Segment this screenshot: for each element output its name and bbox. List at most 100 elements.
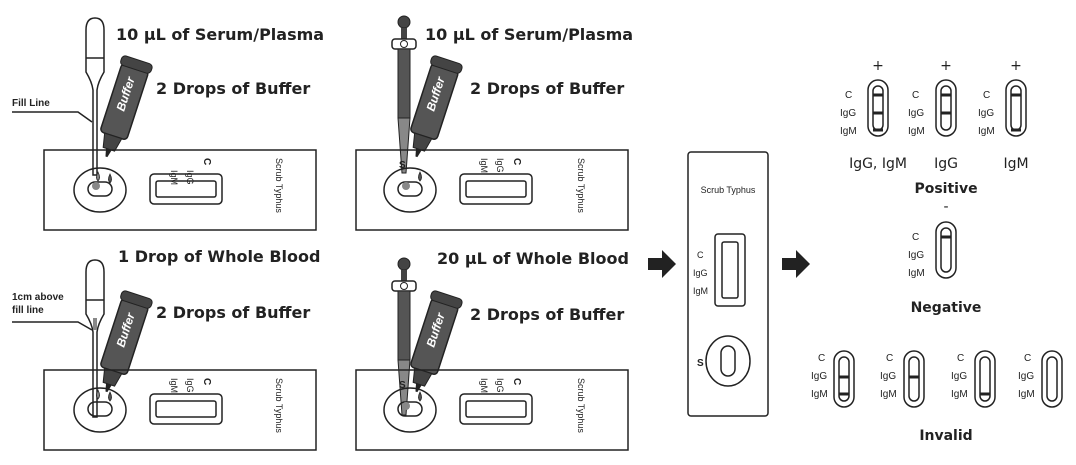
result-window: [459, 173, 533, 205]
cassette-name: Scrub Typhus: [701, 185, 756, 195]
igm-mark: IgM: [1018, 389, 1035, 400]
igg-mark: IgG: [693, 268, 708, 278]
result-window-inner: [155, 180, 217, 198]
result-strip: [1005, 79, 1027, 137]
cassette-name: Scrub Typhus: [274, 158, 284, 213]
result-strip: [974, 350, 996, 408]
step-blood-pipette: Buffer 20 µL of Whole Blood 2 Drops of B…: [355, 249, 629, 451]
c-mark: C: [983, 90, 990, 101]
c-mark: C: [957, 353, 964, 364]
plus-sign: +: [1010, 58, 1022, 74]
minus-sign: -: [943, 199, 948, 215]
cassette-body: [355, 149, 629, 231]
c-mark: C: [886, 353, 893, 364]
vertical-cassette: Scrub Typhus C IgG IgM S: [687, 151, 769, 417]
cassette-name: Scrub Typhus: [576, 378, 586, 433]
result-strip: [833, 350, 855, 408]
igm-mark: IgM: [978, 126, 995, 137]
dropper-icon: [85, 17, 105, 176]
c-mark: C: [697, 250, 704, 260]
positive-heading: Positive: [914, 181, 977, 197]
sample-label: 1 Drop of Whole Blood: [118, 247, 320, 266]
caption-igm: IgM: [1003, 156, 1028, 172]
igg-mark: IgG: [495, 158, 505, 173]
negative-heading: Negative: [911, 300, 982, 316]
igm-mark: IgM: [169, 378, 179, 393]
igg-mark: IgG: [185, 378, 195, 393]
sample-well: [383, 167, 437, 213]
igg-mark: IgG: [908, 250, 924, 261]
sample-well: [73, 167, 127, 213]
sample-well: [383, 387, 437, 433]
cassette-name: Scrub Typhus: [576, 158, 586, 213]
igm-mark: IgM: [840, 126, 857, 137]
fill-line-pointer: [12, 111, 93, 123]
sample-pad: [87, 181, 113, 197]
result-strip: [903, 350, 925, 408]
igm-mark: IgM: [880, 389, 897, 400]
result-strip: [1041, 350, 1063, 408]
sample-label: 10 µL of Serum/Plasma: [116, 25, 324, 44]
c-mark: C: [511, 378, 522, 385]
step-blood-dropper: Buffer 1 Drop of Whole Blood 2 Drops of …: [12, 247, 320, 451]
igm-mark: IgM: [908, 268, 925, 279]
fill-line-note: Fill Line: [12, 98, 50, 109]
result-strip: [935, 221, 957, 279]
igm-mark: IgM: [811, 389, 828, 400]
result-window: [149, 393, 223, 425]
result-strip: [935, 79, 957, 137]
igg-mark: IgG: [978, 108, 994, 119]
igg-mark: IgG: [495, 378, 505, 393]
result-strip: [867, 79, 889, 137]
dropper-icon: [85, 259, 105, 418]
sample-label: 20 µL of Whole Blood: [437, 249, 629, 268]
igg-mark: IgG: [951, 371, 967, 382]
result-window: [459, 393, 533, 425]
buffer-label: 2 Drops of Buffer: [470, 79, 624, 98]
c-mark: C: [818, 353, 825, 364]
s-mark: S: [399, 380, 406, 391]
cassette-body: [43, 149, 317, 231]
result-window: [149, 173, 223, 205]
arrow-right-icon: [648, 250, 676, 278]
sample-well: [73, 387, 127, 433]
igm-mark: IgM: [908, 126, 925, 137]
igm-mark: IgM: [693, 286, 708, 296]
caption-igg-igm: IgG, IgM: [849, 156, 907, 172]
sample-well: [705, 335, 751, 387]
result-window: [714, 233, 746, 307]
cassette-body: [355, 369, 629, 451]
invalid-heading: Invalid: [919, 428, 972, 444]
buffer-label: 2 Drops of Buffer: [156, 79, 310, 98]
s-mark: S: [697, 358, 704, 369]
c-mark: C: [912, 232, 919, 243]
igg-mark: IgG: [880, 371, 896, 382]
c-mark: C: [1024, 353, 1031, 364]
igm-mark: IgM: [479, 158, 489, 173]
c-mark: C: [201, 378, 212, 385]
igm-mark: IgM: [169, 170, 179, 185]
caption-igg: IgG: [934, 156, 958, 172]
igm-mark: IgM: [479, 378, 489, 393]
results: + + + C IgG IgM C IgG IgM C IgG IgM IgG,…: [811, 58, 1063, 444]
buffer-label: 2 Drops of Buffer: [470, 305, 624, 324]
c-mark: C: [845, 90, 852, 101]
arrow-right-icon: [782, 250, 810, 278]
c-mark: C: [201, 158, 212, 165]
plus-sign: +: [940, 58, 952, 74]
s-mark: S: [399, 160, 406, 171]
cassette-name: Scrub Typhus: [274, 378, 284, 433]
igm-mark: IgM: [951, 389, 968, 400]
step-serum-pipette: Buffer 10 µL of Serum/Plasma 2 Drops of …: [355, 15, 633, 231]
sample-label: 10 µL of Serum/Plasma: [425, 25, 633, 44]
cassette-body: [687, 151, 769, 417]
igg-mark: IgG: [811, 371, 827, 382]
fill-line-pointer: [12, 321, 93, 331]
igg-mark: IgG: [908, 108, 924, 119]
c-mark: C: [912, 90, 919, 101]
step-serum-dropper: Buffer 10 µL of Serum/Plasma 2 Drops of …: [12, 17, 324, 231]
igg-mark: IgG: [1018, 371, 1034, 382]
cassette-body: [43, 369, 317, 451]
fill-note-line2: fill line: [12, 305, 44, 316]
